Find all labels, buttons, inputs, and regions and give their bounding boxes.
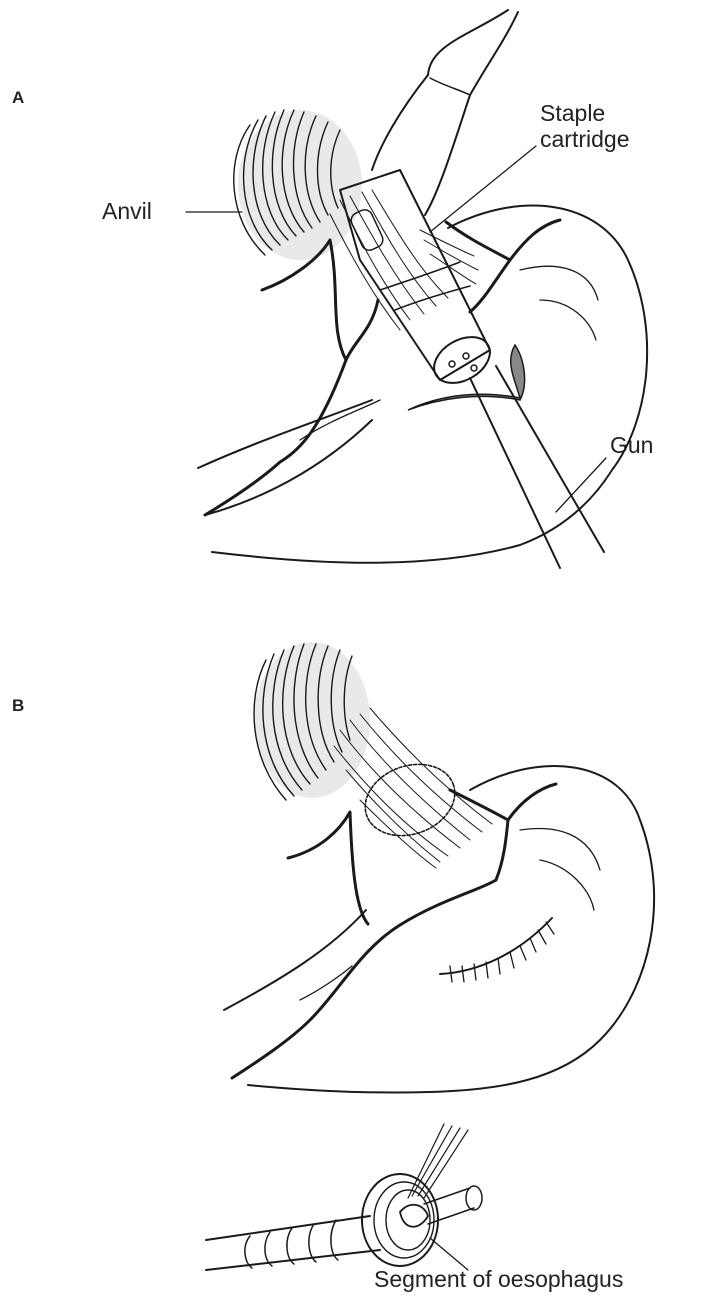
gun-shaft-right (496, 366, 604, 552)
finger-crease (430, 78, 470, 95)
finger-outline-2 (470, 12, 518, 95)
stomach-lesser-curve-b (224, 910, 366, 1010)
vessel-branch-2 (540, 300, 596, 340)
stomach-wall-cut (408, 345, 525, 410)
finger-lower-2 (425, 95, 470, 215)
vessel-right-b (450, 784, 556, 820)
vessel-branch-b-3 (300, 966, 352, 1000)
vessel-left-b (288, 812, 368, 924)
stomach-outline (212, 206, 647, 563)
gun-shaft-left (470, 378, 560, 568)
gun-head (340, 170, 498, 392)
vessel-right-b-2 (496, 820, 508, 880)
vessel-branch-3 (300, 400, 380, 440)
finger-outline (428, 10, 508, 75)
vessel-lower-b (232, 880, 496, 1078)
segment-gun-shaft-bottom (206, 1250, 380, 1270)
gun-leader-line (556, 458, 606, 512)
vessel-branch (520, 266, 598, 300)
staple-line (440, 918, 554, 982)
vessel-lower (205, 360, 346, 515)
vessel-left (262, 240, 378, 360)
vessel-branch-b-2 (540, 860, 594, 910)
vessel-branch-b (520, 829, 600, 870)
oesophagus-rings (234, 110, 362, 260)
staple-cartridge-leader-line (430, 146, 536, 232)
finger-lower (372, 75, 428, 170)
segment-leader-line (430, 1238, 468, 1270)
vessel-right-2 (470, 260, 510, 312)
panel-b-drawing (206, 642, 654, 1270)
oesophagus-rings-b (254, 642, 370, 800)
panel-a-drawing (186, 10, 647, 568)
resected-segment-gun (206, 1124, 482, 1270)
vessel-right (446, 220, 560, 260)
stomach-outline-b (248, 766, 654, 1093)
